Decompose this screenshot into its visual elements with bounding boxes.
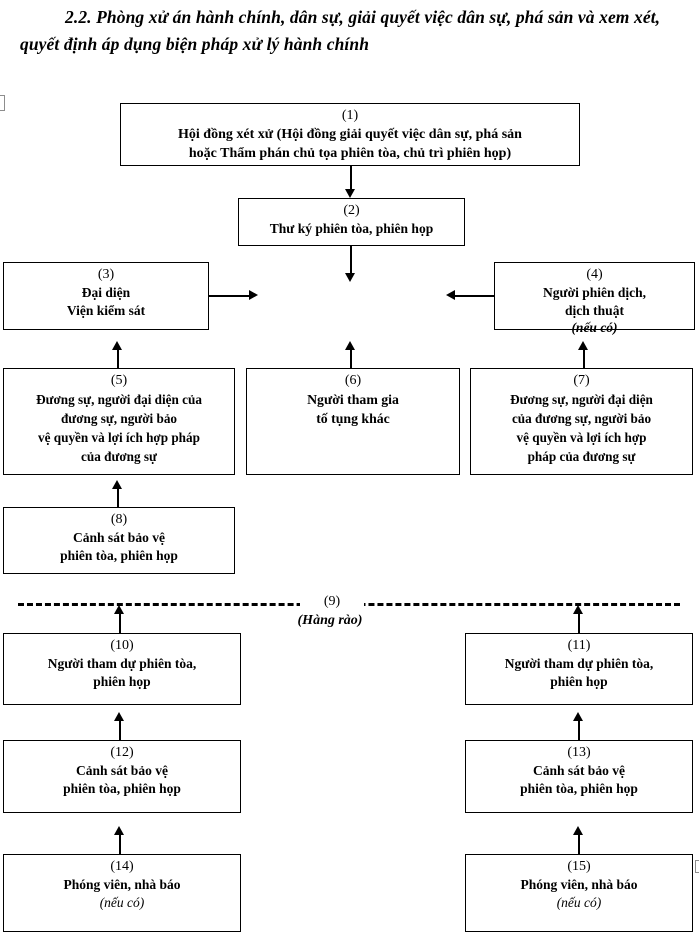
flow-node-4-text: Người phiên dịch, dịch thuật xyxy=(543,285,646,318)
connector-13-to-11 xyxy=(578,720,580,740)
arrow-up-from-node-8 xyxy=(112,480,122,489)
flow-node-5[interactable]: (5) Đương sự, người đại diện của đương s… xyxy=(3,368,235,475)
arrow-down-to-node-2 xyxy=(345,189,355,198)
page-title: 2.2. Phòng xử án hành chính, dân sự, giả… xyxy=(20,7,661,54)
flow-node-2-text: Thư ký phiên tòa, phiên họp xyxy=(269,221,434,236)
flow-node-4[interactable]: (4) Người phiên dịch, dịch thuật (nếu có) xyxy=(494,262,695,335)
arrow-up-from-node-13 xyxy=(573,712,583,721)
connector-12-to-10 xyxy=(119,720,121,740)
flow-node-14-optional: (nếu có) xyxy=(99,894,145,910)
flow-node-14-number: (14) xyxy=(110,859,134,874)
arrow-up-from-node-15 xyxy=(573,826,583,835)
connector-8-to-5 xyxy=(117,488,119,507)
connector-4-left xyxy=(455,295,494,297)
arrow-up-from-node-10 xyxy=(114,605,124,614)
flow-node-12[interactable]: (12) Cảnh sát bảo vệ phiên tòa, phiên họ… xyxy=(3,740,241,813)
flow-node-2-number: (2) xyxy=(343,203,360,218)
flow-node-10[interactable]: (10) Người tham dự phiên tòa, phiên họp xyxy=(3,633,241,705)
flow-node-6-number: (6) xyxy=(344,373,362,388)
arrow-up-from-node-12 xyxy=(114,712,124,721)
flow-node-15[interactable]: (15) Phóng viên, nhà báo (nếu có) xyxy=(465,854,693,932)
connector-1-to-2 xyxy=(350,166,352,189)
flow-node-3-number: (3) xyxy=(97,267,115,282)
flow-node-2[interactable]: (2) Thư ký phiên tòa, phiên họp xyxy=(238,198,465,246)
flow-node-1-number: (1) xyxy=(341,108,359,123)
fence-number: (9) xyxy=(300,594,364,610)
flow-node-12-text: Cảnh sát bảo vệ phiên tòa, phiên họp xyxy=(63,763,181,796)
flow-node-15-text: Phóng viên, nhà báo xyxy=(520,877,638,892)
connector-5-up xyxy=(117,349,119,368)
flow-node-1[interactable]: (1) Hội đồng xét xử (Hội đồng giải quyết… xyxy=(120,103,580,166)
flow-node-8-text: Cảnh sát bảo vệ phiên tòa, phiên họp xyxy=(60,530,178,563)
flow-node-3-text: Đại diện Viện kiểm sát xyxy=(66,285,146,318)
connector-15-to-13 xyxy=(578,834,580,854)
flow-node-10-number: (10) xyxy=(110,638,134,653)
flow-node-11-number: (11) xyxy=(567,638,591,653)
flow-node-14[interactable]: (14) Phóng viên, nhà báo (nếu có) xyxy=(3,854,241,932)
flow-node-7[interactable]: (7) Đương sự, người đại diện của đương s… xyxy=(470,368,693,475)
flow-node-13-text: Cảnh sát bảo vệ phiên tòa, phiên họp xyxy=(520,763,638,796)
connector-3-right xyxy=(209,295,249,297)
flow-node-5-text: Đương sự, người đại diện của đương sự, n… xyxy=(36,392,202,464)
flow-node-11[interactable]: (11) Người tham dự phiên tòa, phiên họp xyxy=(465,633,693,705)
connector-7-up xyxy=(583,349,585,368)
flow-node-7-text: Đương sự, người đại diện của đương sự, n… xyxy=(510,392,653,464)
arrow-right-from-node-3 xyxy=(249,290,258,300)
flow-node-1-text: Hội đồng xét xử (Hội đồng giải quyết việ… xyxy=(178,127,522,161)
flow-node-14-text: Phóng viên, nhà báo xyxy=(63,877,181,892)
flow-node-3[interactable]: (3) Đại diện Viện kiểm sát xyxy=(3,262,209,330)
arrow-up-from-node-6 xyxy=(345,341,355,350)
flow-node-6-text: Người tham gia tố tụng khác xyxy=(307,392,399,426)
flow-node-11-text: Người tham dự phiên tòa, phiên họp xyxy=(504,656,654,689)
flow-node-4-optional: (nếu có) xyxy=(571,320,618,335)
arrow-up-from-node-7 xyxy=(578,341,588,350)
arrow-down-to-node-6-area xyxy=(345,273,355,282)
connector-10-up xyxy=(119,612,121,633)
connector-11-up xyxy=(578,612,580,633)
flow-node-13-number: (13) xyxy=(567,745,591,760)
arrow-up-from-node-14 xyxy=(114,826,124,835)
connector-14-to-12 xyxy=(119,834,121,854)
arrow-up-from-node-11 xyxy=(573,605,583,614)
flow-node-12-number: (12) xyxy=(110,745,134,760)
connector-2-to-6 xyxy=(350,246,352,273)
flow-node-4-number: (4) xyxy=(586,267,603,282)
arrow-up-from-node-5 xyxy=(112,341,122,350)
flow-node-15-number: (15) xyxy=(567,859,591,874)
flow-node-8-number: (8) xyxy=(110,512,128,527)
flow-node-6[interactable]: (6) Người tham gia tố tụng khác xyxy=(246,368,460,475)
flow-node-10-text: Người tham dự phiên tòa, phiên họp xyxy=(47,656,197,689)
arrow-left-from-node-4 xyxy=(446,290,455,300)
scan-artifact-right xyxy=(695,860,699,873)
flow-node-5-number: (5) xyxy=(110,373,128,388)
flow-node-15-optional: (nếu có) xyxy=(556,894,602,910)
fence-label: (Hàng rào) xyxy=(297,613,363,628)
flow-node-13[interactable]: (13) Cảnh sát bảo vệ phiên tòa, phiên họ… xyxy=(465,740,693,813)
connector-6-up xyxy=(350,349,352,368)
flow-node-8[interactable]: (8) Cảnh sát bảo vệ phiên tòa, phiên họp xyxy=(3,507,235,574)
scan-artifact-left xyxy=(0,95,5,111)
flow-node-7-number: (7) xyxy=(573,373,590,388)
